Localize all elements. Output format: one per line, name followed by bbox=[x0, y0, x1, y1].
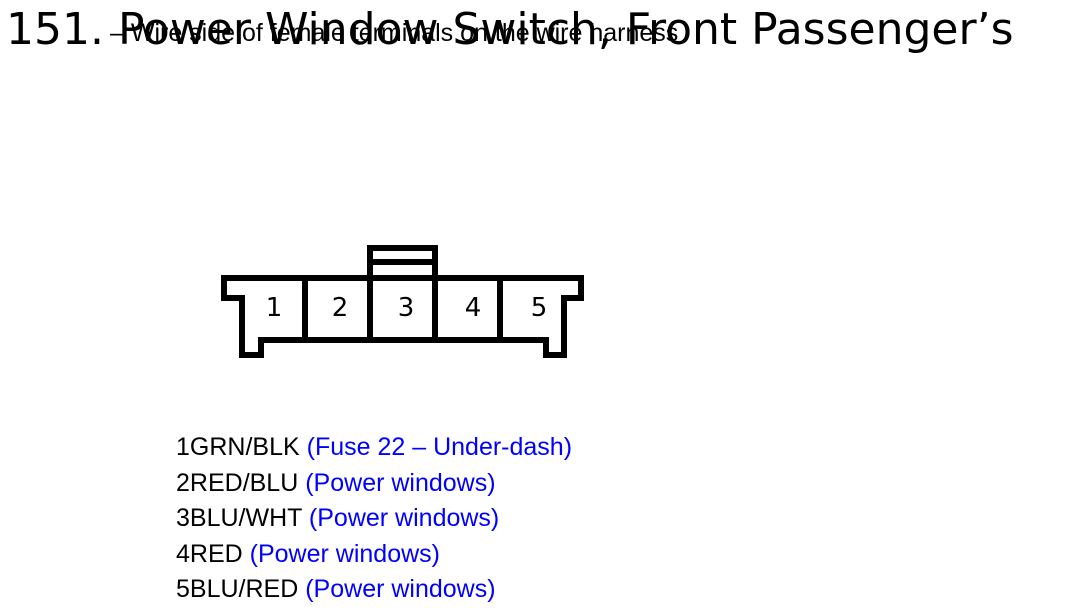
wire-color: RED/BLU bbox=[189, 468, 299, 497]
pin-number: 5 bbox=[176, 575, 190, 604]
wire-color: GRN/BLK bbox=[189, 433, 300, 461]
pin-number: 2 bbox=[176, 468, 190, 497]
pin-number: 4 bbox=[176, 539, 190, 568]
pin-row-2: 2RED/BLU (Power windows) bbox=[176, 466, 572, 502]
wire-color: BLU/WHT bbox=[189, 504, 302, 533]
page-title: 151. Power Window Switch, Front Passenge… bbox=[6, 4, 1014, 55]
pin-row-1: 1GRN/BLK (Fuse 22 – Under-dash) bbox=[176, 430, 572, 466]
wire-color: RED bbox=[189, 539, 243, 568]
pin-label-1: 1 bbox=[266, 293, 283, 323]
pin-list: 1GRN/BLK (Fuse 22 – Under-dash) 2RED/BLU… bbox=[176, 430, 572, 608]
pin-number: 1 bbox=[176, 433, 190, 461]
pin-row-3: 3BLU/WHT (Power windows) bbox=[176, 501, 572, 537]
pin-description: (Power windows) bbox=[305, 468, 496, 497]
pin-description: (Power windows) bbox=[249, 539, 440, 568]
pin-label-3: 3 bbox=[398, 293, 415, 323]
wire-color: BLU/RED bbox=[189, 575, 299, 604]
pin-description: (Power windows) bbox=[308, 504, 500, 533]
pin-row-5: 5BLU/RED (Power windows) bbox=[176, 572, 572, 608]
pin-label-4: 4 bbox=[465, 293, 482, 323]
pin-row-4: 4RED (Power windows) bbox=[176, 537, 572, 573]
page-subtitle: – Wire side of female terminals on the w… bbox=[110, 19, 679, 47]
pin-number: 3 bbox=[176, 504, 190, 533]
pin-description: (Power windows) bbox=[305, 575, 496, 604]
pin-label-2: 2 bbox=[332, 293, 349, 323]
pin-label-5: 5 bbox=[531, 293, 548, 323]
connector-outline bbox=[221, 275, 584, 358]
pin-description: (Fuse 22 – Under-dash) bbox=[306, 433, 573, 461]
